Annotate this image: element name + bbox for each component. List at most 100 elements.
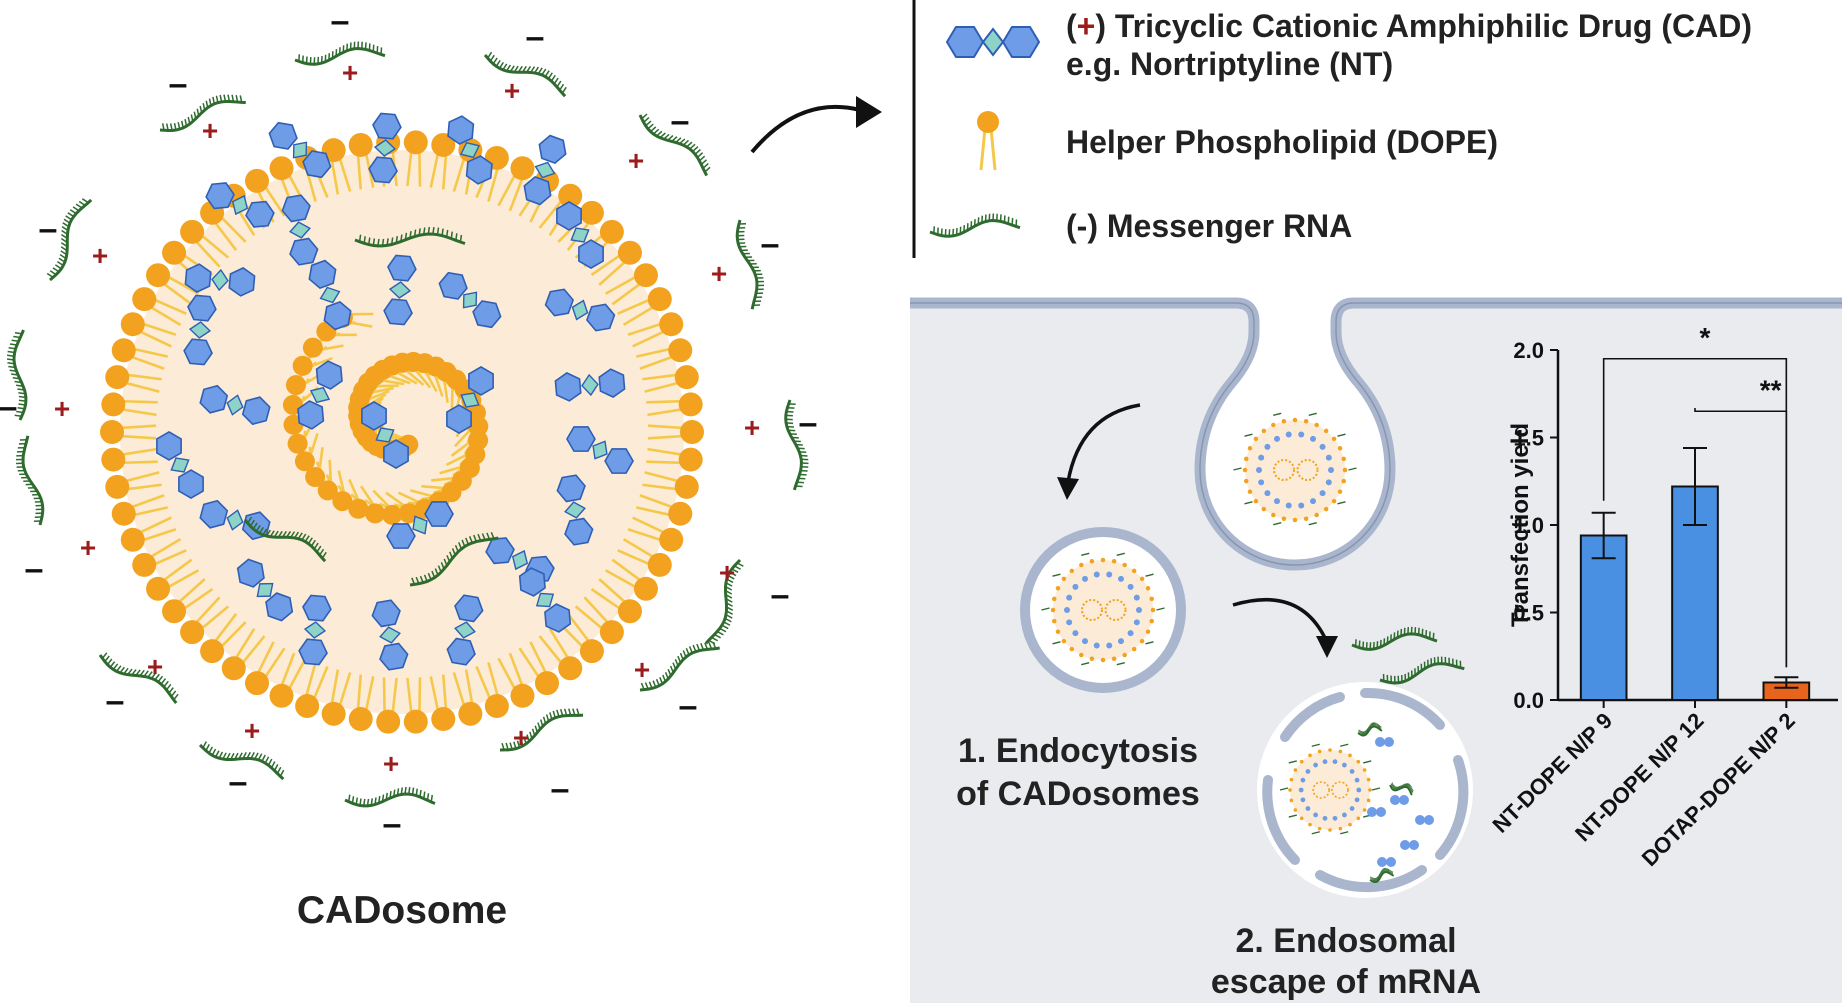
mrna-strand	[6, 329, 28, 421]
mini-lipid-head	[1242, 467, 1248, 473]
step2-line2: escape of mRNA	[1211, 963, 1481, 1001]
mini-lipid-head	[1122, 562, 1127, 568]
mini-lipid-head	[1069, 568, 1075, 574]
mini-lipid-head	[1281, 516, 1287, 521]
mrna-strand	[98, 652, 179, 704]
mini-inner-layer	[1081, 599, 1103, 621]
mini-lipid-head	[1261, 506, 1267, 512]
mrna-strand	[409, 531, 499, 587]
mini-drug	[1256, 467, 1262, 473]
minus-sign: –	[229, 763, 248, 801]
mrna-strand	[735, 219, 765, 310]
mini-cadosome-endosome	[1041, 552, 1165, 666]
cad-molecule-icon	[268, 121, 332, 179]
released-drug	[1375, 737, 1385, 747]
mini-inner-layer	[1296, 459, 1319, 481]
mini-lipid-head	[1150, 607, 1156, 613]
mini-lipid-head	[1061, 576, 1067, 582]
mini-lipid-head	[1328, 828, 1332, 832]
mini-lipid-head	[1292, 517, 1298, 523]
legend-cad-plus: +	[1077, 8, 1096, 44]
cad-molecule-icon	[236, 558, 294, 622]
phospholipid	[269, 652, 307, 708]
cad-molecule-icon	[945, 26, 1041, 58]
mrna-strand	[1379, 656, 1465, 685]
minus-sign: –	[799, 404, 818, 442]
minus-sign: –	[0, 388, 17, 426]
phospholipid	[120, 312, 177, 348]
phospholipid	[497, 652, 535, 708]
mini-lipid-head	[1149, 618, 1154, 624]
released-drug	[1376, 807, 1386, 817]
mini-lipid-head	[1247, 489, 1253, 494]
mini-lipid-head	[1253, 498, 1259, 504]
mrna-strand	[638, 113, 711, 177]
mini-lipid-head	[1145, 629, 1151, 634]
mini-drug	[1356, 787, 1362, 793]
mini-drug	[1349, 806, 1355, 811]
phospholipid	[403, 677, 428, 734]
phospholipid	[646, 447, 703, 472]
released-drug	[1367, 807, 1377, 817]
mini-rna	[1244, 501, 1253, 505]
minus-sign: –	[169, 65, 188, 103]
mini-lipid-head	[1308, 822, 1312, 827]
cad-molecule-icon	[554, 368, 626, 402]
phospholipid	[146, 558, 200, 601]
mini-rna	[1273, 522, 1282, 526]
mrna-strand	[1357, 722, 1383, 737]
mrna-strand	[704, 558, 744, 645]
mini-lipid-head	[1341, 478, 1346, 484]
mrna-strand	[243, 516, 327, 563]
legend-cad-open: (	[1066, 8, 1077, 44]
mini-rna	[1116, 662, 1125, 666]
mini-drug	[1064, 607, 1070, 613]
bar	[1579, 534, 1628, 701]
phospholipid	[604, 558, 658, 601]
minus-sign: –	[39, 210, 58, 248]
mini-drug	[1313, 762, 1318, 768]
mini-drug	[1354, 777, 1360, 783]
surface-mrna-strands	[6, 41, 809, 808]
mini-drug	[1325, 454, 1332, 461]
mini-lipid-head	[1244, 456, 1249, 462]
cadosome-label: CADosome	[297, 889, 507, 932]
mini-rna	[1308, 412, 1317, 416]
mini-lipid-head	[1055, 629, 1061, 634]
mrna-strand	[1351, 626, 1438, 651]
legend-dope-item: Helper Phospholipid (DOPE)	[977, 111, 1498, 171]
mini-lipid-head	[1317, 749, 1322, 754]
cad-molecule-icon	[446, 366, 494, 434]
phospholipid	[590, 240, 642, 286]
mini-drug	[1072, 630, 1079, 637]
chart-y-axis-label: Transfection yield	[1507, 423, 1534, 627]
phospholipid	[429, 132, 456, 190]
mini-lipid-head	[1131, 646, 1137, 652]
mini-drug	[1332, 815, 1338, 821]
mini-drug	[1285, 431, 1292, 438]
phospholipid	[295, 662, 329, 719]
phospholipid	[337, 478, 369, 519]
cad-molecule-icon	[446, 594, 484, 666]
mini-lipid-head	[1261, 428, 1267, 434]
mini-drug	[1136, 607, 1142, 613]
mini-drug	[1093, 571, 1100, 578]
mini-lipid-head	[1089, 656, 1095, 661]
phospholipid	[245, 641, 286, 696]
mini-lipid-head	[1331, 436, 1337, 442]
mini-lipid-head	[1079, 562, 1084, 568]
mini-drug	[1106, 642, 1113, 649]
mini-drug	[1325, 479, 1332, 486]
mini-lipid-head	[1337, 489, 1343, 494]
mini-lipid-head	[1323, 428, 1329, 434]
mini-cadosome-budding	[1233, 412, 1357, 526]
released-drug	[1377, 857, 1387, 867]
released-drug	[1415, 815, 1425, 825]
minus-sign: –	[551, 770, 570, 808]
charge-signs: +++++++++++++++–––––––––––––––	[0, 2, 817, 843]
minus-sign: –	[106, 682, 125, 720]
mini-lipid-head	[1149, 596, 1154, 602]
cadosome-particle	[100, 112, 704, 734]
mini-lipid-head	[1362, 768, 1367, 772]
